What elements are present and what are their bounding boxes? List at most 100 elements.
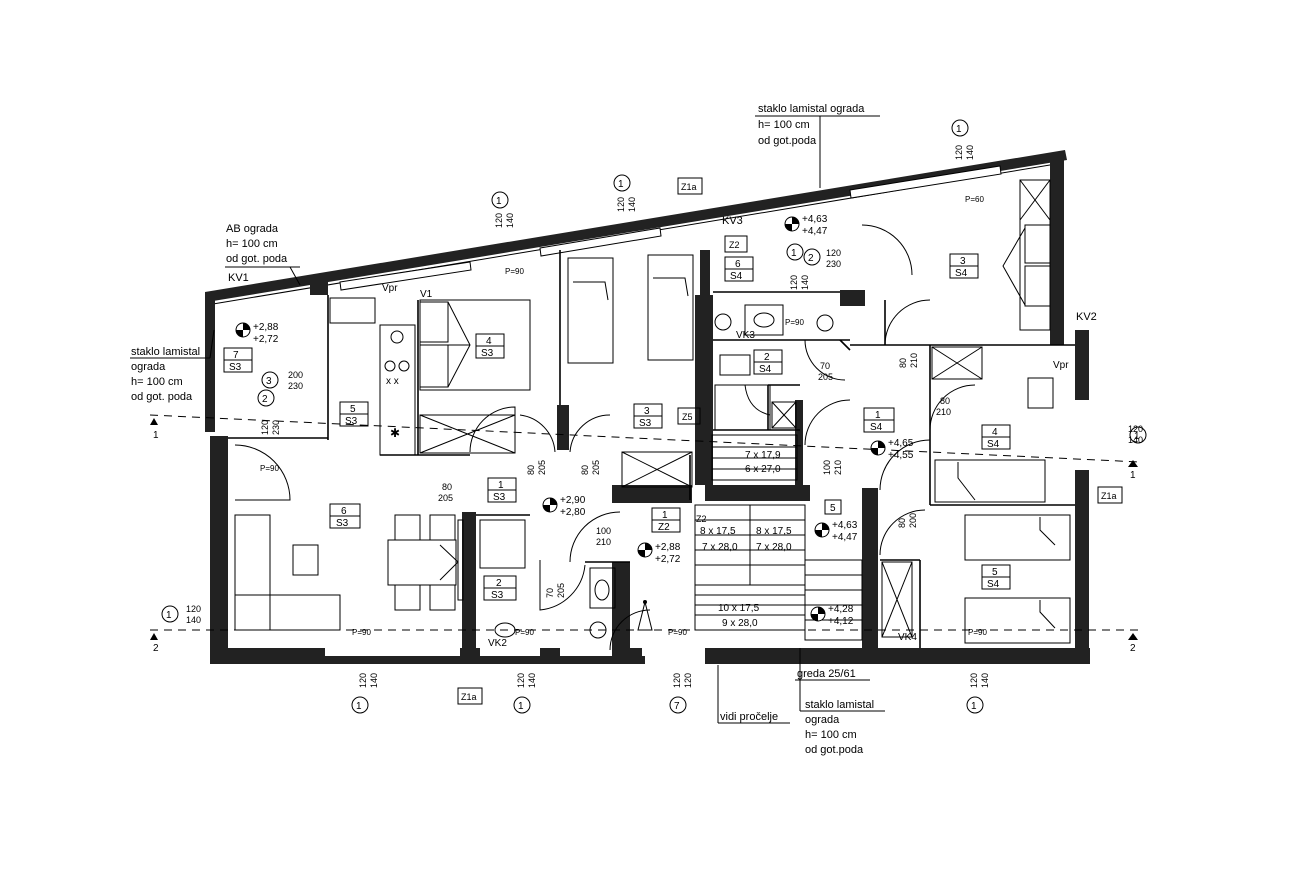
room-code: S4 bbox=[870, 422, 883, 433]
note-line: h= 100 cm bbox=[758, 119, 810, 131]
dim-bottom: 205 bbox=[556, 583, 566, 598]
note-line: staklo lamistal bbox=[805, 699, 874, 711]
dim-top: 120 bbox=[494, 213, 504, 228]
dim-top: 120 bbox=[969, 673, 979, 688]
dim-bottom: 205 bbox=[537, 460, 547, 475]
tag-z1a: Z1a bbox=[461, 692, 477, 702]
level-upper: +4,65 bbox=[888, 438, 914, 449]
tag-boxes bbox=[457, 177, 1123, 705]
level-lower: +4,12 bbox=[828, 616, 854, 627]
tag-vk3: VK3 bbox=[736, 330, 755, 341]
level-symbols bbox=[235, 216, 886, 622]
dim-bottom: 140 bbox=[527, 673, 537, 688]
room-code: S4 bbox=[955, 268, 968, 279]
dim-bottom: 205 bbox=[818, 372, 833, 382]
window-sill: P=90 bbox=[785, 318, 804, 327]
dim-top: 120 bbox=[260, 420, 270, 435]
level-lower: +4,55 bbox=[888, 450, 914, 461]
room-code: S4 bbox=[730, 271, 743, 282]
window-sill: P=90 bbox=[352, 628, 371, 637]
note-line: od got.poda bbox=[758, 135, 817, 147]
dim-bottom: 120 bbox=[683, 673, 693, 688]
marker-label: 1 bbox=[166, 610, 172, 621]
dim-top: 80 bbox=[580, 465, 590, 475]
window-sill: P=60 bbox=[965, 195, 984, 204]
marker-circles bbox=[161, 119, 1147, 714]
tag-v1: V1 bbox=[420, 289, 433, 300]
interior-partitions bbox=[228, 250, 1075, 648]
stair-treads bbox=[694, 434, 863, 641]
level-labels: +2,88 +2,72 +2,90 +2,80 +2,88 +2,72 +4,6… bbox=[253, 214, 914, 627]
level-lower: +4,47 bbox=[802, 226, 828, 237]
dim-bottom: 140 bbox=[800, 275, 810, 290]
room-number: 1 bbox=[662, 510, 668, 521]
tag-vpr: Vpr bbox=[1053, 360, 1069, 371]
level-lower: +2,80 bbox=[560, 507, 586, 518]
marker-label: 1 bbox=[1134, 431, 1140, 442]
svg-text:x x: x x bbox=[386, 376, 399, 387]
room-number: 2 bbox=[764, 352, 770, 363]
tag-vk2: VK2 bbox=[488, 638, 507, 649]
dim-top: 70 bbox=[820, 361, 830, 371]
dim-top: 80 bbox=[897, 518, 907, 528]
exterior-walls bbox=[205, 150, 1090, 664]
marker-label: 1 bbox=[518, 701, 524, 712]
dim-bottom: 205 bbox=[438, 493, 453, 503]
note-line: h= 100 cm bbox=[805, 729, 857, 741]
dim-top: 120 bbox=[672, 673, 682, 688]
room-number: 6 bbox=[341, 506, 347, 517]
dim-top: 100 bbox=[596, 526, 611, 536]
room-code: S3 bbox=[229, 362, 242, 373]
room-code: S3 bbox=[493, 492, 506, 503]
level-lower: +2,72 bbox=[655, 554, 681, 565]
room-code: S4 bbox=[987, 579, 1000, 590]
room-code: S3 bbox=[481, 348, 494, 359]
tag-z5: Z5 bbox=[682, 412, 693, 422]
room-code: S4 bbox=[987, 439, 1000, 450]
dim-bottom: 140 bbox=[980, 673, 990, 688]
level-upper: +2,88 bbox=[253, 322, 279, 333]
marker-label: 1 bbox=[956, 124, 962, 135]
door-swings bbox=[234, 224, 976, 651]
tag-z1a: Z1a bbox=[681, 182, 697, 192]
room-code: S3 bbox=[491, 590, 504, 601]
room-labels: 7 S3 5 S3 4 S3 3 S3 6 S3 1 S3 2 S3 1 Z2 … bbox=[229, 256, 1000, 601]
tag-vk4: VK4 bbox=[898, 632, 917, 643]
room-number: 7 bbox=[233, 350, 239, 361]
facade-note: vidi pročelje bbox=[720, 711, 778, 723]
stair-treads: 7 x 28,0 bbox=[756, 542, 792, 553]
dim-top: 120 bbox=[516, 673, 526, 688]
dim-bottom: 140 bbox=[369, 673, 379, 688]
section-label: 1 bbox=[153, 430, 159, 441]
section-label: 2 bbox=[1130, 643, 1136, 654]
note-line: AB ograda bbox=[226, 223, 279, 235]
window-sill: P=90 bbox=[968, 628, 987, 637]
marker-label: 2 bbox=[262, 394, 268, 405]
marker-label: 1 bbox=[618, 179, 624, 190]
room-code: S4 bbox=[759, 364, 772, 375]
tag-kv1: KV1 bbox=[228, 272, 249, 284]
note-line: h= 100 cm bbox=[131, 376, 183, 388]
marker-labels: 1 1 1 3 2 1 1 1 1 7 1 1 2 1 2 1 2 bbox=[153, 124, 1140, 712]
svg-text:✱: ✱ bbox=[390, 426, 400, 440]
dim-top: 80 bbox=[898, 358, 908, 368]
dim-top: 120 bbox=[616, 197, 626, 212]
tag-z1a: Z1a bbox=[1101, 491, 1117, 501]
dim-bottom: 230 bbox=[271, 420, 281, 435]
dim-bottom: 210 bbox=[909, 353, 919, 368]
marker-label: 1 bbox=[791, 248, 797, 259]
dim-top: 120 bbox=[358, 673, 368, 688]
dim-top: 120 bbox=[186, 604, 201, 614]
tag-kv2: KV2 bbox=[1076, 311, 1097, 323]
top-windows bbox=[339, 165, 1002, 291]
note-line: od got. poda bbox=[131, 391, 193, 403]
level-lower: +2,72 bbox=[253, 334, 279, 345]
dim-bottom: 210 bbox=[833, 460, 843, 475]
window-dimensions: 120 140 120 140 120 140 120 140 120 140 … bbox=[186, 145, 1143, 688]
dim-top: 80 bbox=[526, 465, 536, 475]
tag-z2: Z2 bbox=[696, 514, 707, 524]
note-line: staklo lamistal ograda bbox=[758, 103, 865, 115]
dim-bottom: 140 bbox=[505, 213, 515, 228]
dim-bottom: 140 bbox=[965, 145, 975, 160]
